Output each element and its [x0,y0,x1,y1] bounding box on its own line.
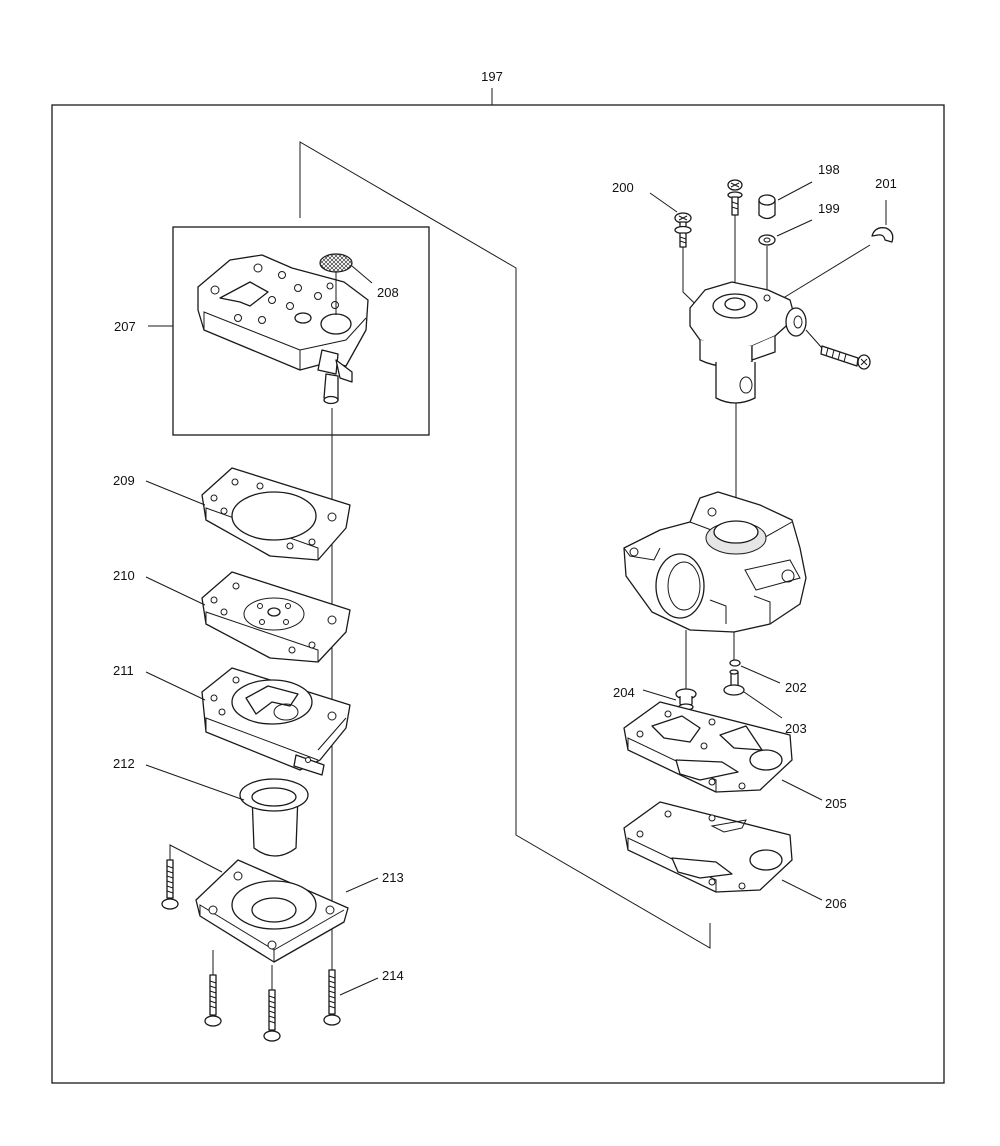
callout-214: 214 [382,968,404,983]
callout-207: 207 [114,319,136,334]
guide-lines [169,141,871,990]
diaphragm-210 [145,571,351,663]
o-ring-202 [729,659,781,684]
callout-213: 213 [382,870,404,885]
primer-bulb-212 [145,764,309,857]
callout-201: 201 [875,176,897,191]
callout-198: 198 [818,162,840,177]
callouts: 197 198 199 200 201 202 203 204 205 206 … [113,69,897,983]
callout-199: 199 [818,201,840,216]
carburetor-body [623,491,807,633]
callout-202: 202 [785,680,807,695]
diaphragm-206 [623,801,823,901]
washer-199 [758,219,813,246]
e-clip-201 [871,200,894,243]
pump-body-211 [145,667,351,776]
callout-206: 206 [825,896,847,911]
screw-top [727,179,743,216]
retainer-plate-213 [195,859,379,963]
callout-211: 211 [113,663,134,678]
callout-208: 208 [377,285,399,300]
screw-200 [649,192,692,248]
assembly-frame [51,88,945,1084]
callout-203: 203 [785,721,807,736]
callout-210: 210 [113,568,135,583]
callout-197: 197 [481,69,503,84]
needle-203 [723,669,783,719]
callout-204: 204 [613,685,635,700]
cap-198 [758,181,813,220]
callout-209: 209 [113,473,135,488]
throttle-lever [689,281,871,404]
gasket-209 [145,467,351,561]
screws-214 [161,859,379,1042]
callout-212: 212 [113,756,135,771]
fuel-pump-cover-assembly [148,226,430,436]
callout-200: 200 [612,180,634,195]
gasket-205 [623,701,823,801]
callout-205: 205 [825,796,847,811]
